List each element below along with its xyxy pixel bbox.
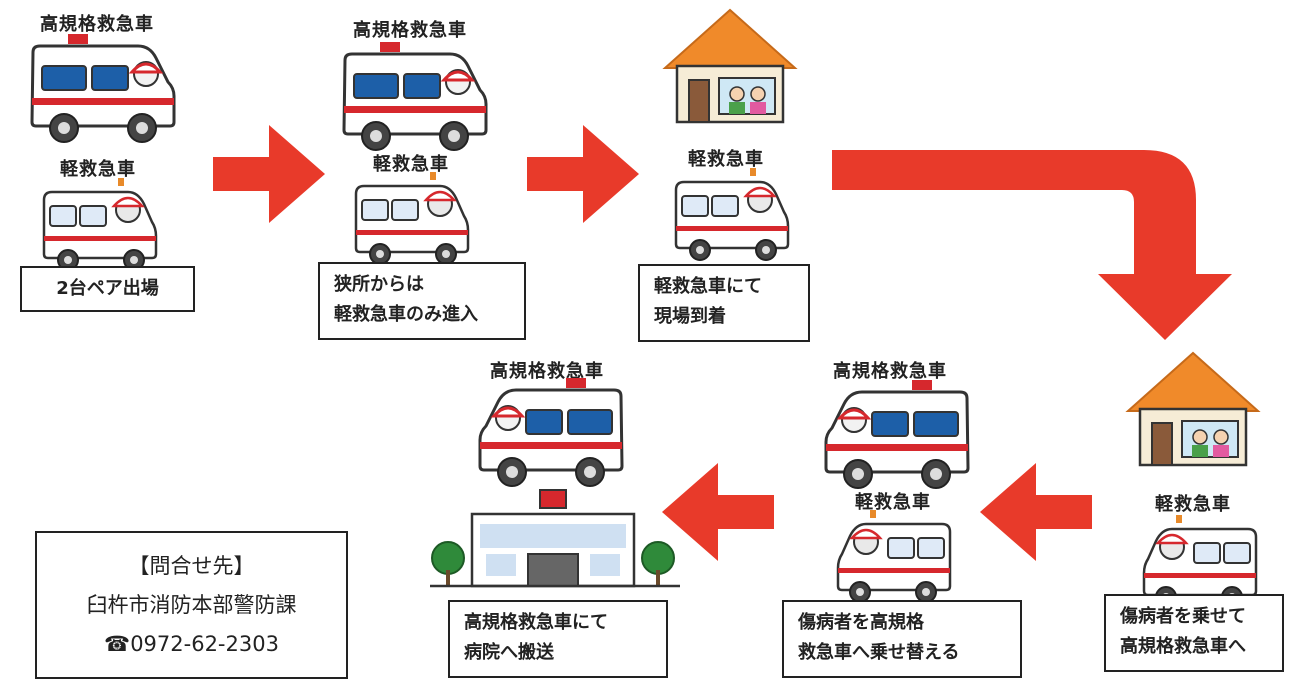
- step-4-box: 傷病者を乗せて 高規格救急車へ: [1104, 594, 1284, 672]
- high-spec-ambulance-label-2: 高規格救急車: [353, 20, 467, 41]
- ambulance-icon: [342, 40, 488, 152]
- house-icon: [663, 8, 797, 124]
- light-ambulance-icon: [42, 176, 158, 272]
- light-ambulance-label-5: 軽救急車: [855, 492, 931, 513]
- light-ambulance-icon: [836, 508, 952, 604]
- light-ambulance-label-3: 軽救急車: [688, 149, 764, 170]
- high-spec-ambulance-label-6: 高規格救急車: [490, 361, 604, 382]
- arrow-icon: [527, 125, 639, 223]
- arrow-icon: [832, 150, 1232, 340]
- light-ambulance-icon: [354, 170, 470, 266]
- step-3-box: 軽救急車にて 現場到着: [638, 264, 810, 342]
- ambulance-icon: [478, 376, 624, 488]
- step-6-box: 高規格救急車にて 病院へ搬送: [448, 600, 668, 678]
- contact-phone: ☎0972-62-2303: [104, 632, 279, 656]
- light-ambulance-label-4: 軽救急車: [1155, 494, 1231, 515]
- arrow-icon: [213, 125, 325, 223]
- house-icon: [1126, 351, 1260, 467]
- arrow-icon: [662, 463, 774, 561]
- light-ambulance-label-2: 軽救急車: [373, 154, 449, 175]
- ambulance-icon: [824, 378, 970, 490]
- contact-title: 【問合せ先】: [128, 554, 255, 578]
- light-ambulance-icon: [674, 166, 790, 262]
- high-spec-ambulance-label-1: 高規格救急車: [40, 14, 154, 35]
- contact-organization: 臼杵市消防本部警防課: [86, 593, 297, 617]
- high-spec-ambulance-label-5: 高規格救急車: [833, 361, 947, 382]
- light-ambulance-label-1: 軽救急車: [60, 159, 136, 180]
- step-2-box: 狭所からは 軽救急車のみ進入: [318, 262, 526, 340]
- ambulance-icon: [30, 32, 176, 144]
- step-5-box: 傷病者を高規格 救急車へ乗せ替える: [782, 600, 1022, 678]
- arrow-icon: [980, 463, 1092, 561]
- hospital-icon: [430, 489, 680, 588]
- contact-box: 【問合せ先】 臼杵市消防本部警防課 ☎0972-62-2303: [35, 531, 348, 679]
- step-1-box: 2台ペア出場: [20, 266, 195, 312]
